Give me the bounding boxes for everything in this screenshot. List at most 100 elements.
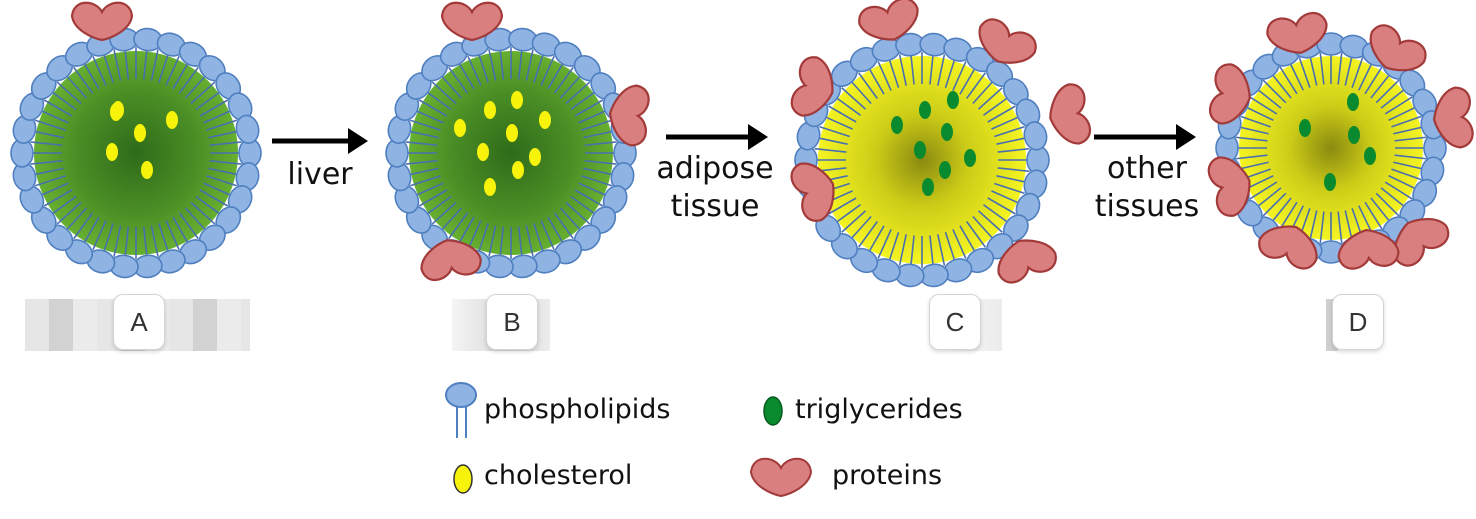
protein bbox=[978, 18, 1037, 64]
phospholipid-tail bbox=[909, 235, 915, 268]
phospholipid-tail bbox=[559, 73, 583, 99]
phospholipid-tail bbox=[1244, 105, 1274, 121]
phospholipid-tail bbox=[1279, 66, 1298, 95]
phospholipid-tail bbox=[533, 51, 545, 83]
phospholipid-tail bbox=[56, 201, 82, 225]
phospholipid-tail bbox=[1375, 192, 1400, 217]
phospholipid-tails bbox=[814, 52, 1030, 268]
phospholipid-tail bbox=[64, 73, 88, 99]
phospholipid-tail bbox=[565, 201, 591, 225]
phospholipid-tail bbox=[1262, 79, 1287, 104]
phospholipid-tail bbox=[142, 47, 148, 80]
protein bbox=[1209, 63, 1251, 125]
cholesterol-dot bbox=[141, 161, 153, 179]
phospholipid-tail bbox=[1384, 181, 1413, 200]
triglycerides-dot bbox=[919, 101, 931, 119]
phospholipid-tail bbox=[583, 130, 615, 139]
phospholipid-tail bbox=[834, 204, 861, 225]
phospholipid-tail bbox=[190, 201, 216, 225]
phospholipid-tail bbox=[578, 109, 609, 124]
phospholipid-tail bbox=[1344, 54, 1354, 86]
phospholipid-tail bbox=[32, 130, 64, 139]
phospholipid-tail bbox=[574, 99, 604, 117]
cholesterol-dot bbox=[134, 124, 146, 142]
phospholipid-tail bbox=[38, 182, 69, 197]
label-c: C bbox=[929, 294, 981, 350]
phospholipid-tail bbox=[983, 95, 1010, 116]
cholesterol-dot bbox=[511, 91, 523, 109]
protein bbox=[1337, 228, 1400, 270]
label-a: A bbox=[113, 294, 165, 350]
phospholipid-tail bbox=[64, 207, 88, 233]
phospholipid-tail bbox=[457, 60, 475, 90]
cholesterol-dot bbox=[506, 124, 518, 142]
phospholipid-tail bbox=[540, 220, 555, 251]
proteins bbox=[790, 0, 1091, 284]
cholesterol-dots bbox=[454, 91, 551, 196]
protein bbox=[1432, 86, 1474, 149]
phospholipid-tail bbox=[1394, 154, 1427, 160]
phospholipid-tail bbox=[407, 167, 439, 176]
phospholipid-tail bbox=[43, 99, 73, 117]
phospholipid-tail bbox=[113, 225, 122, 257]
phospholipid-tail bbox=[124, 226, 130, 259]
phospholipid-tail bbox=[583, 167, 615, 176]
triglycerides-dot bbox=[1364, 147, 1376, 165]
phospholipid-tail bbox=[488, 225, 497, 257]
phospholipid-tail bbox=[1358, 61, 1374, 91]
phospholipid-tail bbox=[987, 105, 1016, 123]
phospholipid-tail bbox=[113, 49, 122, 81]
phospholipid-tail bbox=[82, 216, 100, 246]
phospholipid-tail bbox=[124, 47, 130, 80]
protein bbox=[1049, 83, 1091, 145]
phospholipid-tail bbox=[1351, 57, 1364, 88]
cholesterol-dot bbox=[477, 143, 489, 161]
phospholipid-tail bbox=[898, 54, 907, 86]
phospholipid-tail bbox=[966, 72, 987, 99]
phospholipid-tail bbox=[195, 195, 223, 216]
phospholipid-tail bbox=[1370, 72, 1392, 99]
proteins bbox=[70, 1, 134, 42]
phospholipid-tail bbox=[867, 225, 885, 254]
proteins bbox=[1207, 12, 1474, 270]
arrow-label-adipose-line2: tissue bbox=[670, 189, 760, 224]
triglycerides-dot bbox=[1347, 93, 1359, 111]
phospholipid-tail bbox=[944, 232, 957, 263]
phospholipid-tail bbox=[959, 225, 977, 254]
phospholipid-tail bbox=[208, 130, 240, 139]
phospholipid-tail bbox=[823, 115, 853, 130]
phospholipid-tail bbox=[1235, 136, 1268, 142]
phospholipid-tail bbox=[977, 87, 1003, 110]
phospholipid-tail bbox=[30, 141, 63, 147]
cholesterol-dot bbox=[529, 148, 541, 166]
triglycerides-dot bbox=[922, 178, 934, 196]
phospholipid-tail bbox=[944, 57, 957, 88]
phospholipid-tail bbox=[1279, 201, 1298, 230]
phospholipid-tail bbox=[581, 119, 613, 131]
phospholipid-tail bbox=[38, 109, 69, 124]
phospholipid-tail bbox=[887, 57, 900, 88]
phospholipid-tail bbox=[405, 141, 438, 147]
phospholipid-tail bbox=[952, 61, 967, 91]
phospholipid-tail bbox=[1255, 187, 1282, 209]
phospholipid-tail bbox=[73, 66, 94, 94]
triglycerides-dot bbox=[891, 116, 903, 134]
triglycerides-dot bbox=[941, 123, 953, 141]
particle-core bbox=[34, 51, 238, 255]
phospholipid-tail bbox=[547, 216, 565, 246]
phospholipid-tail bbox=[867, 66, 885, 95]
cholesterol-dot bbox=[166, 111, 178, 129]
phospholipid-tail bbox=[937, 234, 946, 266]
protein bbox=[608, 84, 650, 147]
legend-triglycerides-label: triglycerides bbox=[795, 394, 963, 425]
phospholipid-tail bbox=[206, 175, 238, 187]
cholesterol-dot bbox=[512, 161, 524, 179]
phospholipid-tail bbox=[849, 79, 872, 105]
phospholipid-tail bbox=[991, 115, 1021, 130]
phospholipid-tail bbox=[547, 60, 565, 90]
phospholipid-tail bbox=[178, 66, 199, 94]
phospholipid-tail bbox=[477, 51, 489, 83]
phospholipid-tail bbox=[857, 72, 878, 99]
phospholipid-tail bbox=[1375, 79, 1400, 104]
